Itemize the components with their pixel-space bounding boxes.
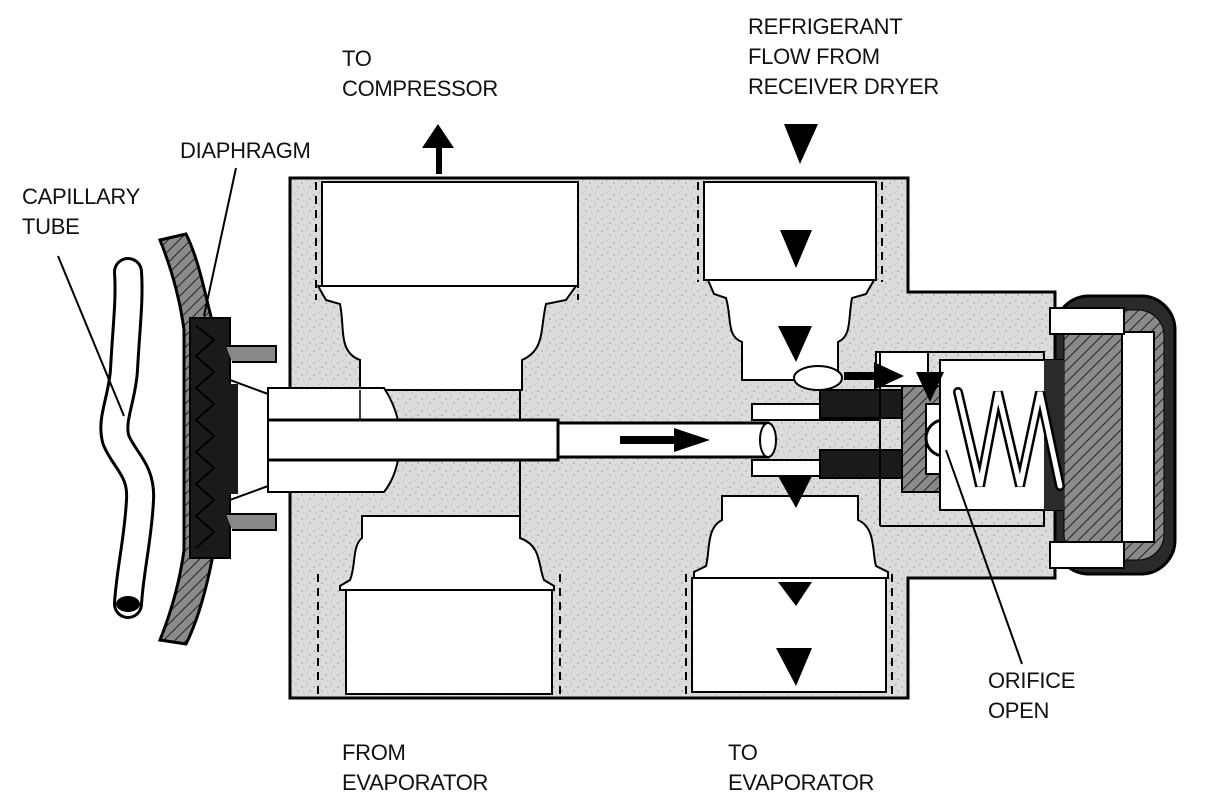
arrow-down-icon	[778, 326, 812, 362]
diaphragm-assembly	[157, 232, 277, 646]
lower-right-port	[685, 495, 893, 696]
label-to-compressor: TO COMPRESSOR	[342, 46, 498, 101]
arrow-down-icon	[778, 582, 812, 606]
spring-chamber	[879, 294, 1177, 576]
leader-lines	[57, 167, 1023, 665]
flow-arrows	[422, 124, 944, 686]
arrow-up-icon	[422, 124, 454, 174]
labels: TO COMPRESSOR REFRIGERANT FLOW FROM RECE…	[22, 14, 1081, 795]
label-refrigerant-flow: REFRIGERANT FLOW FROM RECEIVER DRYER	[748, 14, 939, 99]
arrow-down-icon	[784, 124, 818, 164]
upper-left-port	[315, 181, 579, 391]
label-from-evaporator: FROM EVAPORATOR	[342, 740, 488, 795]
spring-icon	[953, 387, 1065, 491]
label-orifice-open: ORIFICE OPEN	[988, 668, 1081, 723]
capillary-tube	[99, 257, 156, 619]
refrigerant-droplet	[793, 365, 843, 391]
arrow-right-icon	[844, 362, 904, 390]
label-to-evaporator: TO EVAPORATOR	[728, 740, 874, 795]
lower-left-port	[317, 515, 561, 696]
arrow-down-icon	[778, 476, 812, 508]
arrow-down-icon	[776, 648, 812, 686]
label-diaphragm: DIAPHRAGM	[180, 138, 311, 163]
arrow-right-icon	[620, 428, 710, 452]
arrow-down-icon	[916, 372, 944, 402]
label-capillary-tube: CAPILLARY TUBE	[22, 184, 145, 239]
arrow-down-icon	[780, 230, 812, 268]
